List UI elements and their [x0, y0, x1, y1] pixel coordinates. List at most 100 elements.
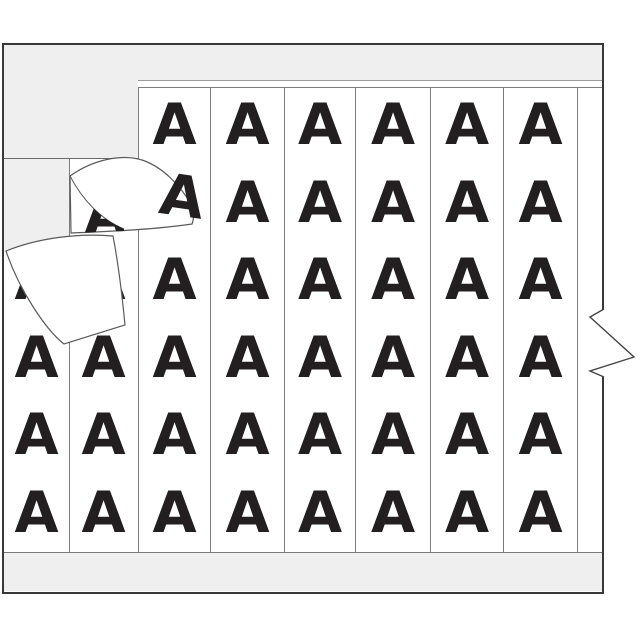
label-cell: A — [139, 320, 210, 398]
label-letter: A — [152, 402, 197, 469]
label-letter: A — [444, 324, 490, 391]
lifted-label-letter: A — [156, 161, 210, 233]
strip-6: A A A A A A — [355, 87, 430, 552]
label-letter: A — [225, 247, 270, 314]
label-letter: A — [297, 92, 343, 159]
label-cell: A — [356, 320, 430, 398]
label-cell: A — [211, 475, 284, 553]
label-cell: A — [356, 475, 430, 553]
label-letter: A — [518, 92, 563, 159]
label-letter: A — [444, 247, 490, 314]
label-cell: A — [139, 397, 210, 475]
label-letter: A — [14, 479, 59, 546]
label-cell: A — [4, 320, 69, 398]
label-cell: A — [285, 320, 355, 398]
label-letter: A — [225, 402, 270, 469]
label-cell: A — [211, 320, 284, 398]
label-cell: A — [285, 397, 355, 475]
label-letter: A — [370, 479, 416, 546]
label-cell: A — [356, 242, 430, 320]
label-cell: A — [504, 165, 577, 243]
label-cell: A — [431, 242, 503, 320]
label-letter: A — [81, 479, 126, 546]
strip-4: A A A A A A — [210, 87, 284, 552]
label-letter: A — [14, 247, 59, 314]
label-cell: A — [504, 242, 577, 320]
strip-3: A A A A A A — [138, 87, 210, 552]
label-letter: A — [225, 324, 270, 391]
label-letter: A — [152, 479, 197, 546]
label-letter: A — [370, 324, 416, 391]
label-cell: A — [356, 87, 430, 165]
label-cell: A — [4, 397, 69, 475]
label-cell: A — [431, 87, 503, 165]
label-letter: A — [14, 402, 59, 469]
label-letter: A — [297, 324, 343, 391]
label-letter: A — [518, 169, 563, 236]
label-cell: A — [211, 397, 284, 475]
label-letter: A — [152, 247, 197, 314]
label-letter: A — [225, 169, 270, 236]
label-cell: A — [431, 475, 503, 553]
marker-card: A A A A A A A A A A A A A A A A A A A A — [2, 43, 604, 594]
label-letter: A — [370, 247, 416, 314]
label-letter: A — [81, 247, 126, 314]
label-letter: A — [297, 247, 343, 314]
label-cell: A — [69, 320, 138, 398]
label-cell: A — [285, 242, 355, 320]
label-cell: A — [69, 475, 138, 553]
label-letter: A — [152, 92, 197, 159]
strip-2: A A A A — [69, 87, 138, 552]
label-letter: A — [518, 324, 563, 391]
label-cell: A — [285, 87, 355, 165]
card-header-backing — [138, 45, 602, 81]
label-letter: A — [370, 169, 416, 236]
label-letter: A — [81, 402, 126, 469]
label-cell: A — [356, 397, 430, 475]
label-letter: A — [518, 247, 563, 314]
label-cell: A — [69, 397, 138, 475]
label-letter: A — [297, 169, 343, 236]
label-cell: A — [139, 161, 210, 243]
label-cell: A — [504, 397, 577, 475]
label-cell: A — [4, 242, 69, 320]
label-letter: A — [297, 402, 343, 469]
label-cell — [4, 87, 69, 165]
label-letter: A — [81, 324, 126, 391]
label-cell: A — [356, 165, 430, 243]
strip-top-edge — [138, 87, 602, 88]
label-letter: A — [444, 92, 490, 159]
label-letter: A — [152, 324, 197, 391]
label-cell: A — [504, 475, 577, 553]
label-cell: A — [431, 397, 503, 475]
label-letter: A — [225, 92, 270, 159]
label-cell: A — [431, 320, 503, 398]
label-letter: A — [518, 479, 563, 546]
label-cell: A — [211, 242, 284, 320]
label-cell: A — [69, 242, 138, 320]
card-footer-backing — [4, 552, 602, 591]
label-cell: A — [285, 475, 355, 553]
label-letter: A — [370, 402, 416, 469]
label-letter: A — [444, 402, 490, 469]
label-cell: A — [4, 475, 69, 553]
label-cell: A — [211, 165, 284, 243]
label-letter: A — [370, 92, 416, 159]
strip-8: A A A A A A — [503, 87, 577, 552]
strip-1: A A A A — [4, 87, 69, 552]
label-cell: A — [504, 320, 577, 398]
label-cell — [69, 165, 138, 243]
label-letter: A — [518, 402, 563, 469]
label-cell: A — [139, 475, 210, 553]
label-cell: A — [285, 165, 355, 243]
label-letter: A — [14, 324, 59, 391]
exposed-backing-top-left — [4, 45, 138, 159]
label-cell: A — [211, 87, 284, 165]
label-cell: A — [504, 87, 577, 165]
label-letter: A — [225, 479, 270, 546]
right-margin-divider — [577, 87, 578, 552]
label-cell — [69, 87, 138, 165]
strip-7: A A A A A A — [430, 87, 503, 552]
strip-5: A A A A A A — [284, 87, 355, 552]
